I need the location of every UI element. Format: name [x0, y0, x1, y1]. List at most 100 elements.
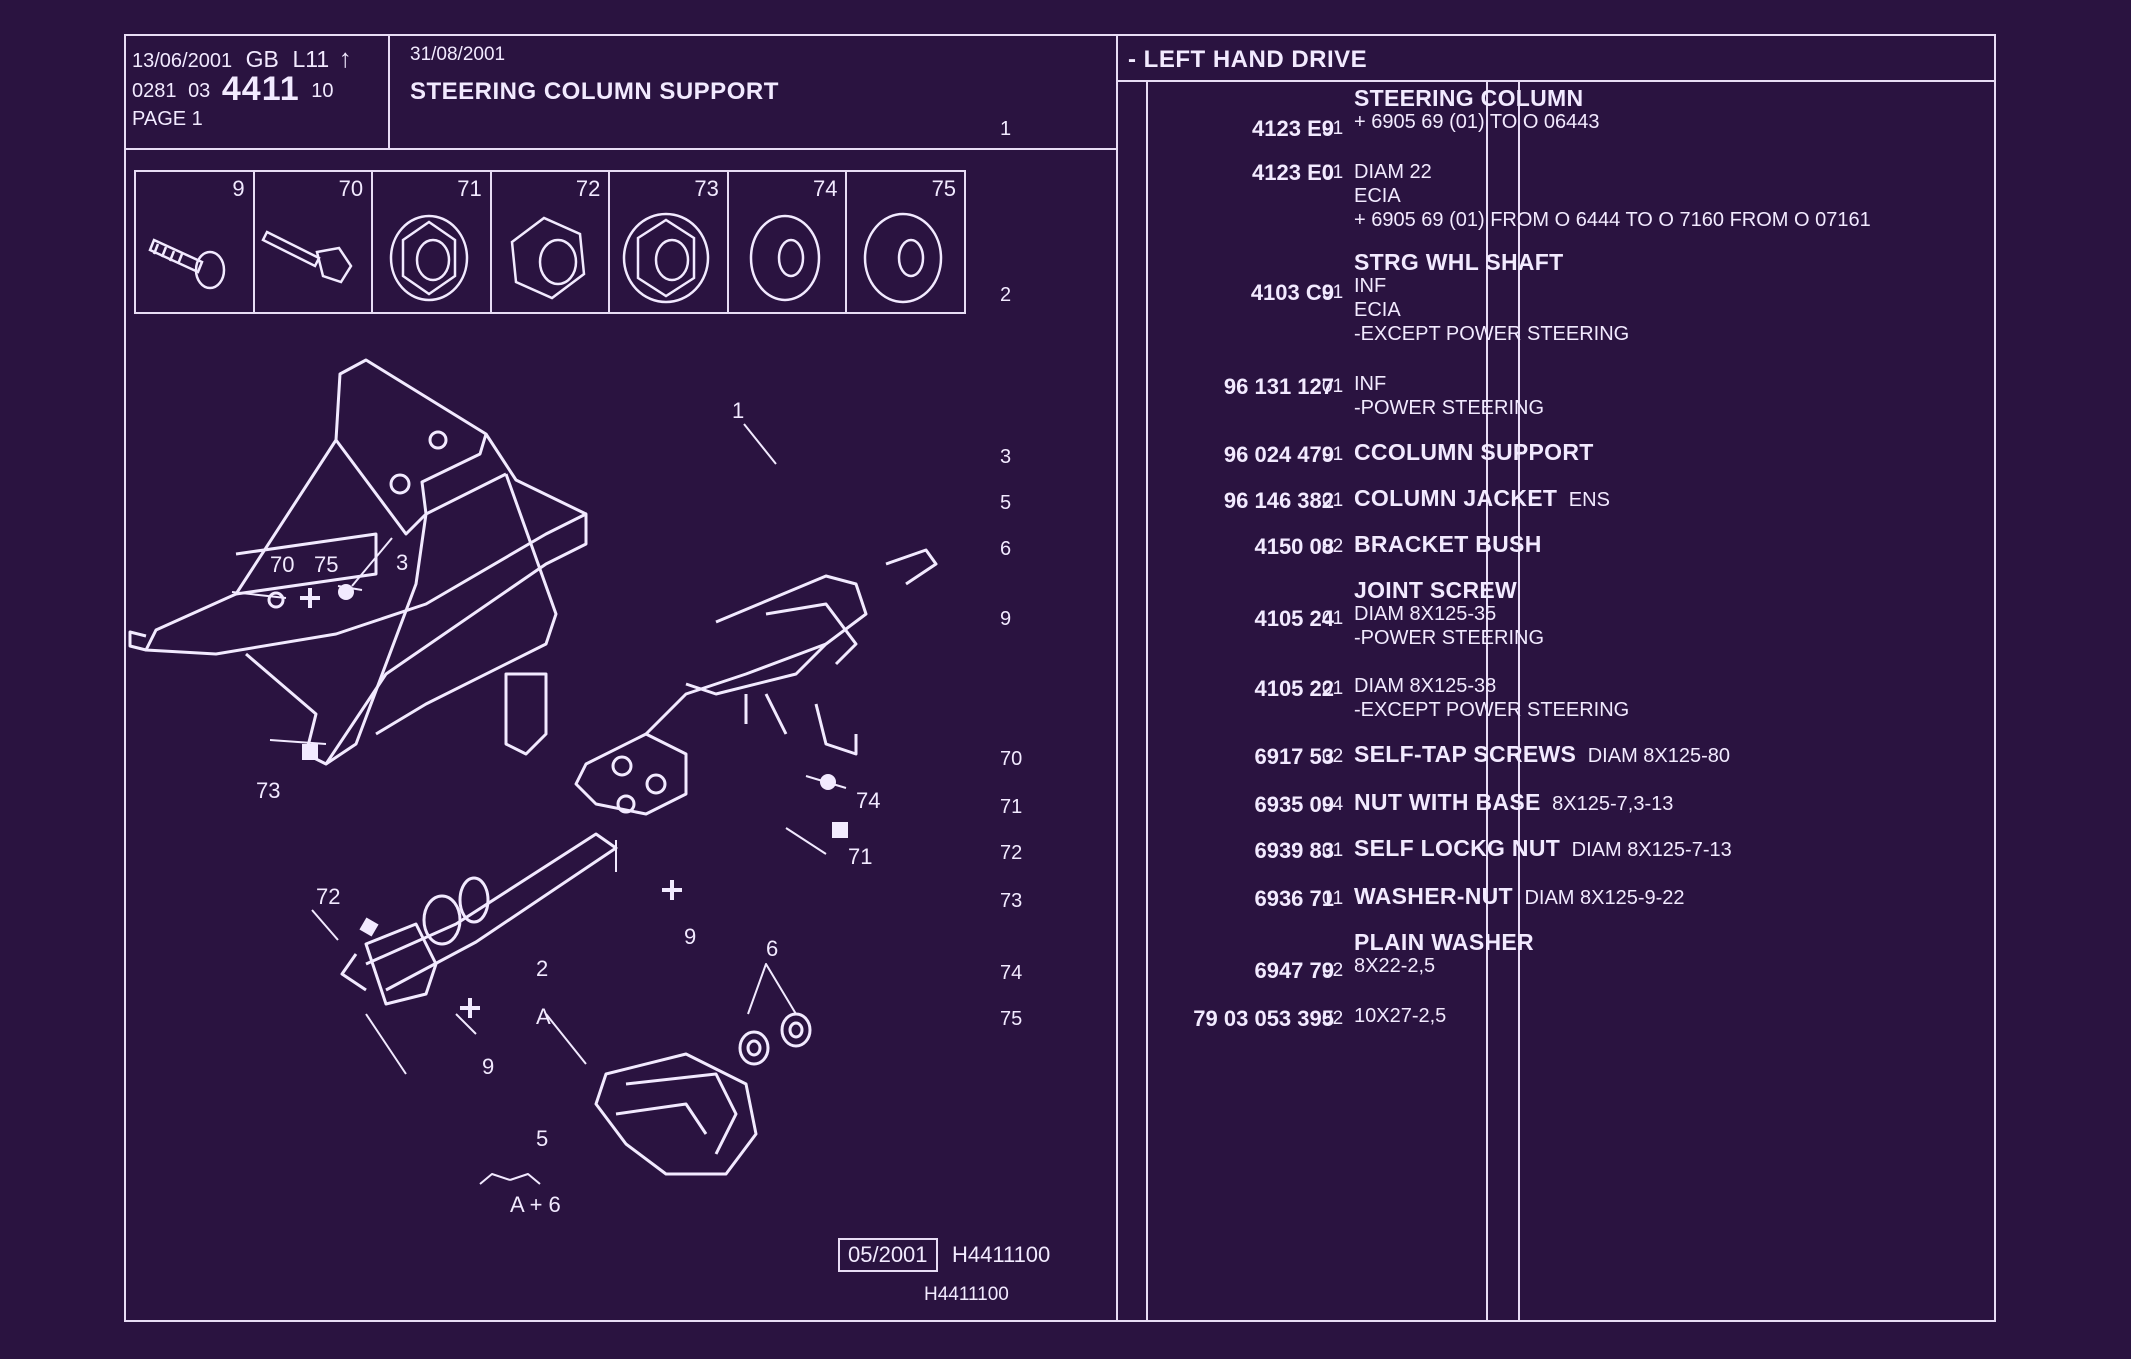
thumbnail-washer-large[interactable]: 75 — [847, 172, 964, 312]
thumbnail-plain-washer[interactable]: 74 — [729, 172, 848, 312]
part-description: BRACKET BUSH — [1354, 532, 1542, 556]
part-description: WASHER-NUT DIAM 8X125-9-22 — [1354, 884, 1685, 910]
part-reference: 96 131 127 — [1223, 374, 1334, 399]
steering-column-part[interactable] — [574, 548, 938, 816]
description-line: INF — [1354, 373, 1387, 395]
diagram-code-small: H4411100 — [924, 1284, 1009, 1305]
description-line: + 6905 69 (01) TO O 06443 — [1354, 111, 1600, 133]
description-title: PLAIN WASHER — [1354, 929, 1534, 955]
thumbnail-screw[interactable]: 9 — [136, 172, 255, 312]
variant-code: 01 — [1322, 282, 1344, 303]
item-number: 6 — [1000, 538, 1012, 560]
thumbnail-washer-nut[interactable]: 73 — [610, 172, 729, 312]
item-number: 74 — [1000, 962, 1023, 984]
lang-code: GB — [245, 46, 279, 72]
nut-icon — [389, 214, 469, 302]
part-reference: 4150 08 — [1254, 534, 1334, 559]
print-date: 13/06/2001 — [132, 50, 233, 72]
washer-icon — [749, 214, 821, 302]
item-number: 9 — [1000, 608, 1012, 630]
callout-label: 71 — [848, 844, 872, 869]
part-reference: 6939 83 — [1254, 838, 1334, 863]
code-suffix: 10 — [311, 80, 334, 102]
description-title: SELF-TAP SCREWS — [1354, 741, 1577, 767]
description-line: ECIA — [1354, 299, 1401, 321]
diagram-code: H4411100 — [952, 1242, 1051, 1267]
variant-code: 02 — [1322, 960, 1344, 981]
callout-label: 5 — [536, 1126, 548, 1151]
description-title: STRG WHL SHAFT — [1354, 249, 1564, 275]
column-jacket-part[interactable] — [594, 1052, 758, 1176]
thumbnail-number: 72 — [575, 176, 601, 201]
description-line: DIAM 8X125-9-22 — [1524, 887, 1685, 909]
description-title: WASHER-NUT — [1354, 883, 1513, 909]
variant-code: 01 — [1322, 678, 1344, 699]
description-line: -EXCEPT POWER STEERING — [1354, 323, 1630, 345]
description-line: DIAM 8X125-35 — [1354, 603, 1497, 625]
column-divider — [1518, 82, 1520, 1320]
variant-code: 02 — [1322, 746, 1344, 767]
washer-nut-icon — [623, 212, 710, 304]
variant-code: 02 — [1322, 536, 1344, 557]
description-line: -EXCEPT POWER STEERING — [1354, 699, 1630, 721]
callout-label: 73 — [256, 778, 280, 803]
description-title: NUT WITH BASE — [1354, 789, 1541, 815]
description-title: SELF LOCKG NUT — [1354, 835, 1561, 861]
up-arrow-icon: ↑ — [338, 43, 352, 73]
variant-code: 02 — [1322, 1008, 1344, 1029]
description-line: DIAM 22 — [1354, 161, 1432, 183]
thumbnail-number: 9 — [232, 176, 245, 201]
part-description: CCOLUMN SUPPORT — [1354, 440, 1594, 464]
description-line: ECIA — [1354, 185, 1401, 207]
description-line: + 6905 69 (01) FROM O 6444 TO O 7160 FRO… — [1354, 209, 1871, 231]
part-reference: 6947 79 — [1254, 958, 1334, 983]
variant-code: 01 — [1322, 608, 1344, 629]
part-description: STRG WHL SHAFT INF ECIA -EXCEPT POWER ST… — [1354, 250, 1629, 346]
thumbnail-nut-base[interactable]: 71 — [373, 172, 492, 312]
part-description: 10X27-2,5 — [1354, 1004, 1446, 1028]
callout-label: 6 — [766, 936, 778, 961]
variant-code: 01 — [1322, 444, 1344, 465]
column-support-part[interactable] — [128, 358, 588, 766]
thumbnail-number: 71 — [457, 176, 482, 201]
description-line: -POWER STEERING — [1354, 397, 1545, 419]
fastener-thumbnails: 9 70 71 72 73 — [134, 170, 966, 314]
bracket-bush-part[interactable] — [738, 1012, 812, 1066]
part-reference: 6935 09 — [1254, 792, 1334, 817]
code-prefix: 0281 — [132, 80, 177, 102]
item-number: 75 — [1000, 1008, 1023, 1030]
part-description: INF -POWER STEERING — [1354, 372, 1544, 420]
part-reference: 4103 C9 — [1250, 280, 1334, 305]
part-description: DIAM 8X125-38 -EXCEPT POWER STEERING — [1354, 674, 1629, 722]
page-title: STEERING COLUMN SUPPORT — [410, 78, 779, 105]
exploded-diagram: 70 75 3 1 73 74 71 72 9 2 9 6 A 5 A + 6 — [128, 358, 938, 1217]
item-number: 71 — [1000, 796, 1023, 818]
description-title: COLUMN JACKET — [1354, 485, 1558, 511]
variant-code: 01 — [1322, 840, 1344, 861]
description-title: JOINT SCREW — [1354, 577, 1518, 603]
callout-label: A + 6 — [510, 1192, 561, 1217]
variant-code: 01 — [1322, 490, 1344, 511]
callout-label: 72 — [316, 884, 340, 909]
thumbnail-number: 70 — [338, 176, 364, 201]
description-line: DIAM 8X125-38 — [1354, 675, 1497, 697]
thumbnail-lock-nut[interactable]: 72 — [492, 172, 611, 312]
column-divider — [1146, 82, 1148, 1320]
thumbnail-number: 74 — [812, 176, 838, 201]
part-reference: 4123 E0 — [1252, 160, 1334, 185]
parts-sheet: 13/06/2001 GB L11 ↑ 0281 03 4411 10 PAGE… — [124, 34, 1996, 1322]
thumbnail-number: 73 — [694, 176, 719, 201]
thumbnail-bolt[interactable]: 70 — [255, 172, 374, 312]
callout-label: A — [536, 1004, 551, 1029]
callout-label: 74 — [856, 788, 880, 813]
description-line: 8X125-7,3-13 — [1552, 793, 1674, 815]
description-line: DIAM 8X125-80 — [1587, 745, 1731, 767]
steering-shaft-part[interactable] — [340, 832, 618, 1006]
screw-icon — [148, 238, 226, 290]
lock-nut-icon — [510, 216, 586, 300]
description-title: CCOLUMN SUPPORT — [1354, 439, 1594, 465]
part-description: SELF LOCKG NUT DIAM 8X125-7-13 — [1354, 836, 1732, 862]
part-description: COLUMN JACKET ENS — [1354, 486, 1610, 512]
description-line: 10X27-2,5 — [1354, 1005, 1447, 1027]
part-description: DIAM 22 ECIA + 6905 69 (01) FROM O 6444 … — [1354, 160, 1871, 232]
